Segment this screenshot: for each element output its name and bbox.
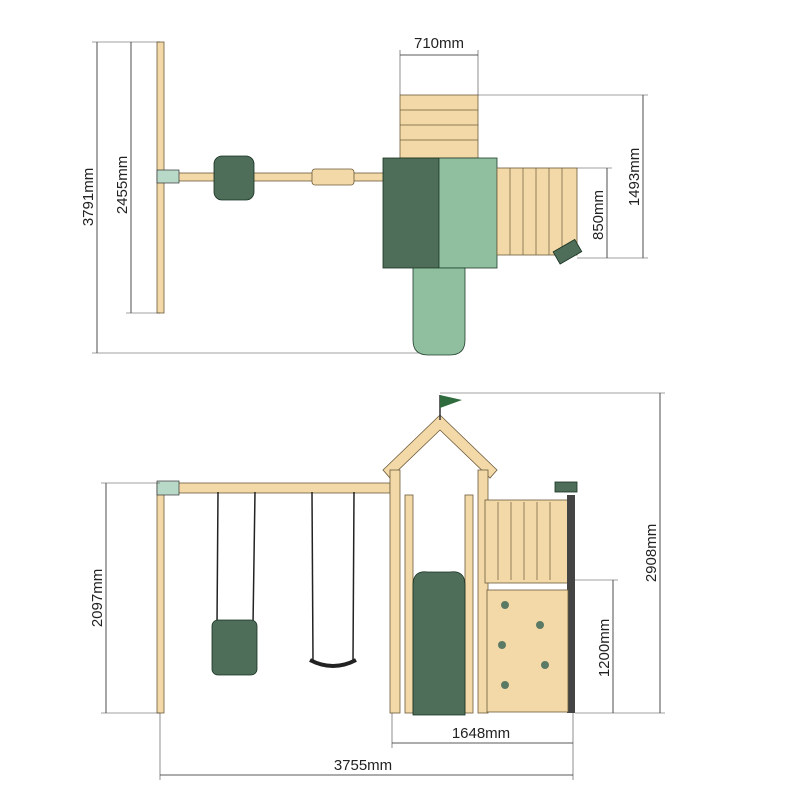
side-deck-top [496, 167, 578, 256]
roof [382, 414, 498, 479]
baby-seat-top [213, 155, 255, 201]
baby-swing-seat [211, 619, 258, 676]
dim-2908: 2908mm [643, 524, 660, 582]
telescope [554, 481, 578, 493]
dim-1200: 1200mm [596, 619, 613, 677]
dim-710: 710mm [414, 35, 464, 52]
climbing-wall [486, 589, 569, 713]
rear-post [567, 495, 575, 713]
swing-beam [159, 482, 391, 494]
beam-bracket-front [156, 480, 180, 496]
telescope-top [552, 238, 583, 265]
belt-swing-seat [309, 658, 357, 668]
dim-3791: 3791mm [80, 168, 97, 226]
slide [412, 571, 466, 716]
top-view: 710mm 3791mm 2455mm 1493mm 850mm [80, 35, 648, 356]
front-view: 2908mm 2097mm 1200mm 1648mm 3755mm [89, 392, 665, 780]
roof-panel-right [438, 157, 498, 269]
dim-3755: 3755mm [334, 757, 392, 774]
dim-2097: 2097mm [89, 569, 106, 627]
flag-icon [440, 395, 462, 408]
dim-1493: 1493mm [626, 148, 643, 206]
roof-panel-left [382, 157, 440, 269]
side-deck-wall [484, 499, 571, 584]
beam-bracket [156, 169, 180, 184]
dim-1648: 1648mm [452, 725, 510, 742]
top-deck [399, 94, 479, 159]
dim-850: 850mm [590, 190, 607, 240]
dim-2455: 2455mm [114, 156, 131, 214]
belt-seat-top [311, 168, 355, 186]
swing-post [156, 482, 165, 714]
slide-top [412, 267, 466, 356]
